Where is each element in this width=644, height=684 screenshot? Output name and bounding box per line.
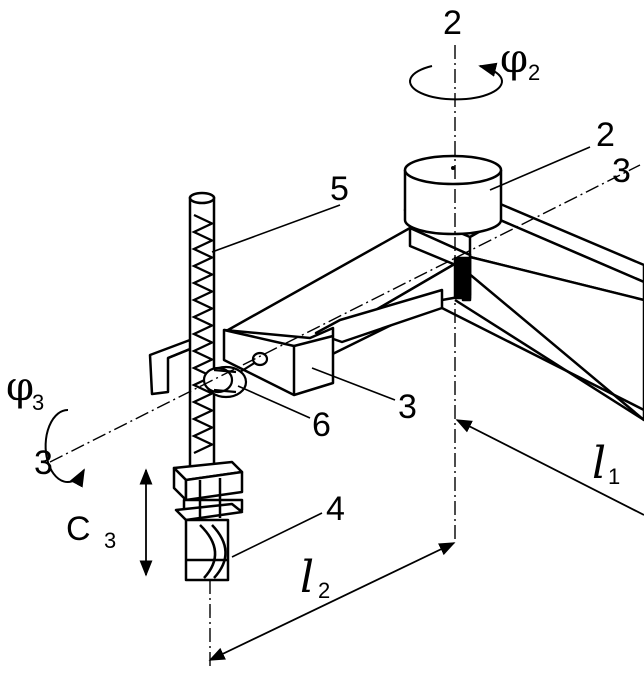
label-phi2-sub: 2 [528,60,540,85]
sliding-bar [222,288,444,397]
label-l1: l [592,438,606,489]
rotary-cylinder [403,154,503,236]
label-part-3: 3 [398,388,417,426]
label-part-6: 6 [312,406,331,444]
l1-dimension [455,419,644,516]
phi2-rotation-arrow [409,62,503,101]
label-axis-3-left: 3 [34,444,53,482]
rack-rod [188,191,216,480]
label-l1-sub: 1 [608,464,620,489]
label-axis-3-right: 3 [612,152,631,190]
label-axis-2-top: 2 [443,4,462,42]
phi3-rotation-arrow [44,408,85,488]
axis-3 [49,164,641,463]
label-l2-sub: 2 [318,578,330,603]
label-phi3: φ [6,364,34,410]
leaders [211,146,591,558]
label-phi3-sub: 3 [32,390,44,415]
label-l2: l [300,552,314,603]
gripper [172,460,244,582]
label-part-2: 2 [596,116,615,154]
label-part-4: 4 [326,490,345,528]
label-c3-sub: 3 [104,528,116,553]
label-part-5: 5 [330,170,349,208]
label-c3: C [66,510,91,548]
dimension-lines [139,419,644,661]
l2-dimension [208,542,456,661]
label-phi2: φ [500,36,528,82]
axes [49,45,641,670]
base-beam [403,201,644,422]
